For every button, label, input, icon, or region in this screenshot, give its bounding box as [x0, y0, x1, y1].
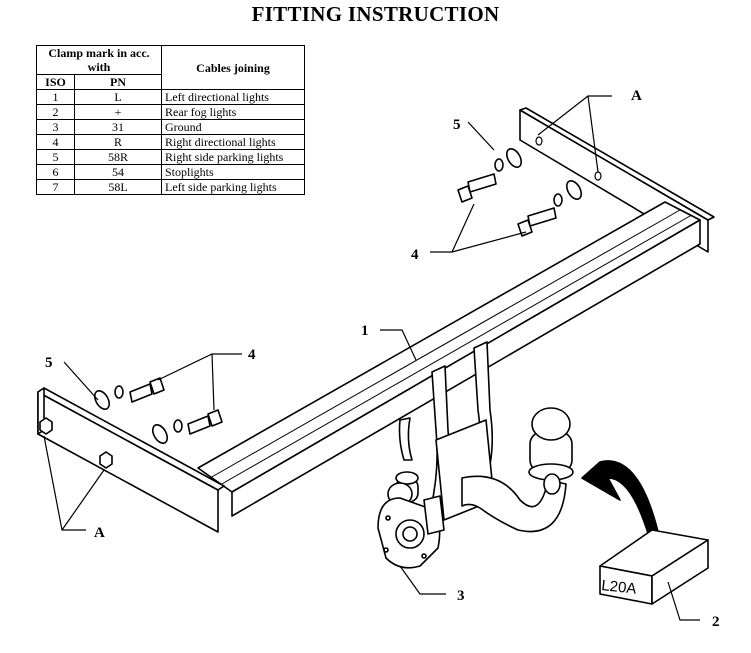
label-bolt-right: 4	[411, 247, 419, 263]
label-holes-right: A	[631, 88, 642, 104]
leader-line	[451, 231, 527, 253]
insert-arrow-icon	[581, 460, 661, 541]
row-pn: 54	[74, 164, 162, 180]
page-title: FITTING INSTRUCTION	[251, 2, 500, 26]
leader-line	[61, 469, 105, 531]
row-cable: Left side parking lights	[161, 179, 305, 195]
table-row: 3 31 Ground	[36, 119, 305, 135]
table-header-cables: Cables joining	[161, 45, 305, 90]
tow-ball	[461, 407, 574, 533]
row-cable: Ground	[161, 119, 305, 135]
table-header-clamp: Clamp mark in acc. with	[36, 45, 162, 75]
cable-table: Clamp mark in acc. with Cables joining I…	[36, 45, 305, 195]
right-fasteners	[457, 148, 583, 237]
support-leg	[398, 417, 413, 461]
row-iso: 7	[36, 179, 75, 195]
leader-line	[667, 581, 700, 621]
leader-line	[380, 329, 417, 361]
product-plate	[599, 529, 709, 605]
label-washer-left: 5	[45, 355, 53, 371]
row-pn: 31	[74, 119, 162, 135]
table-row: 4 R Right directional lights	[36, 134, 305, 150]
left-fasteners	[93, 377, 223, 444]
row-cable: Right side parking lights	[161, 149, 305, 165]
row-pn: 58L	[74, 179, 162, 195]
table-header-pn: PN	[74, 74, 162, 90]
plate-label: L20A	[601, 577, 638, 598]
label-plate: 2	[712, 614, 720, 630]
hex-nut-icon	[39, 417, 53, 435]
row-cable: Stoplights	[161, 164, 305, 180]
leader-line	[430, 203, 475, 253]
row-cable: Right directional lights	[161, 134, 305, 150]
left-bracket	[37, 387, 225, 533]
label-beam: 1	[361, 323, 369, 339]
socket-plate	[377, 495, 445, 569]
leader-line	[587, 95, 599, 173]
leader-line	[211, 353, 215, 411]
hex-nut-icon	[99, 451, 113, 469]
label-holes-left: A	[94, 525, 105, 541]
leader-line	[157, 353, 242, 381]
label-socket: 3	[457, 588, 465, 604]
label-washer-right: 5	[453, 117, 461, 133]
leader-line	[63, 361, 99, 401]
table-row: 7 58L Left side parking lights	[36, 179, 305, 195]
leader-line	[399, 565, 446, 595]
label-bolt-left: 4	[248, 347, 256, 363]
leader-line	[467, 121, 495, 151]
table-row: 6 54 Stoplights	[36, 164, 305, 180]
